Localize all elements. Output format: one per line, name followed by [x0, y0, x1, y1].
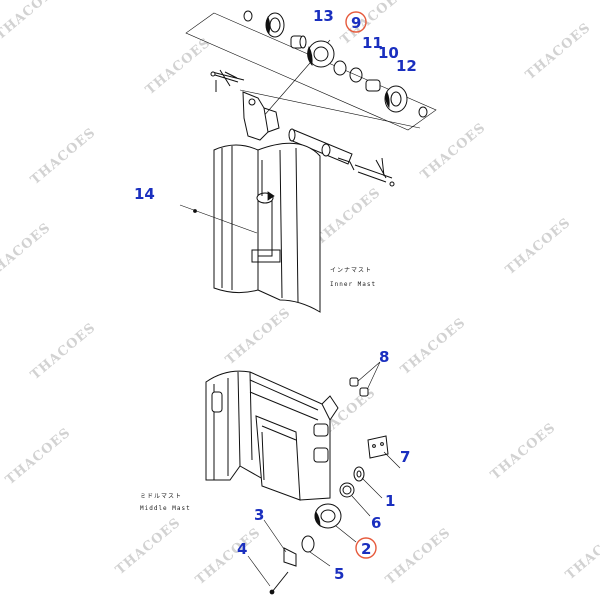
inner-mast-caption-en: Inner Mast: [330, 281, 376, 288]
roller-part-9: [307, 40, 335, 68]
axis-line: [239, 89, 421, 129]
callout-layer: 13 9 11 10 12 14 8 7 1 6 3 2 4 5: [134, 7, 417, 583]
callout-10: 10: [378, 44, 399, 62]
mast-bracket: [242, 91, 280, 141]
bracket-part-3: [263, 519, 297, 567]
side-roller: [313, 423, 329, 437]
watermark: THACOES: [383, 525, 454, 588]
callout-9: 9: [351, 14, 361, 32]
watermark: THACOES: [418, 120, 489, 183]
watermark: THACOES: [143, 35, 214, 98]
bolt-part-8: [349, 361, 381, 397]
bolt-part-14: [179, 204, 258, 234]
callout-13: 13: [313, 7, 334, 25]
callout-2: 2: [361, 540, 371, 558]
callout-7: 7: [400, 448, 410, 466]
roller-part-13: [243, 10, 285, 38]
callout-12: 12: [396, 57, 417, 75]
spacer-part: [290, 35, 307, 49]
callout-3: 3: [254, 506, 264, 524]
watermark: THACOES: [398, 315, 469, 378]
watermark: THACOES: [193, 525, 264, 588]
callout-11: 11: [362, 34, 383, 52]
middle-mast-caption-en: Middle Mast: [140, 505, 191, 512]
callout-6: 6: [371, 514, 381, 532]
side-roller: [313, 447, 329, 463]
callout-1: 1: [385, 492, 395, 510]
callout-5: 5: [334, 565, 344, 583]
watermark: THACOES: [28, 125, 99, 188]
watermark: THACOES: [0, 0, 64, 43]
shaft-part: [288, 128, 355, 171]
plate-part-7: [367, 435, 389, 459]
middle-mast-assembly: ミドルマスト Middle Mast: [140, 361, 401, 595]
watermark: THACOES: [313, 185, 384, 248]
inner-mast-channel: [213, 142, 321, 313]
middle-mast-caption-jp: ミドルマスト: [140, 493, 182, 500]
callout-14: 14: [134, 185, 155, 203]
callout-8: 8: [379, 348, 389, 366]
shaft-part-1: [353, 466, 383, 499]
washer-part-11: [333, 60, 347, 76]
callout-2-circle: [355, 537, 377, 559]
callout-9-circle: [345, 11, 367, 33]
watermark: THACOES: [0, 220, 54, 283]
watermark: THACOES: [3, 425, 74, 488]
watermark: THACOES: [113, 515, 184, 578]
pin-bracket-left: [210, 69, 245, 92]
roller-part-2: [314, 503, 357, 543]
watermark: THACOES: [563, 520, 600, 583]
snap-ring-part-5: [301, 535, 331, 567]
washer-part-6: [339, 482, 371, 517]
inner-mast-caption-jp: インナマスト: [330, 267, 372, 274]
watermark: THACOES: [28, 320, 99, 383]
watermark: THACOES: [503, 215, 574, 278]
bolt-part-4: [247, 555, 289, 595]
side-roller: [211, 391, 223, 413]
watermark: THACOES: [523, 20, 594, 83]
pin-bracket-right: [354, 157, 395, 187]
callout-4: 4: [237, 540, 247, 558]
watermark: THACOES: [488, 420, 559, 483]
watermark: THACOES: [223, 305, 294, 368]
near-roller: [384, 85, 428, 118]
shim-part-12: [365, 79, 381, 92]
snap-ring-part-10: [349, 67, 363, 83]
inner-mast-assembly: インナマスト Inner Mast: [179, 10, 437, 313]
